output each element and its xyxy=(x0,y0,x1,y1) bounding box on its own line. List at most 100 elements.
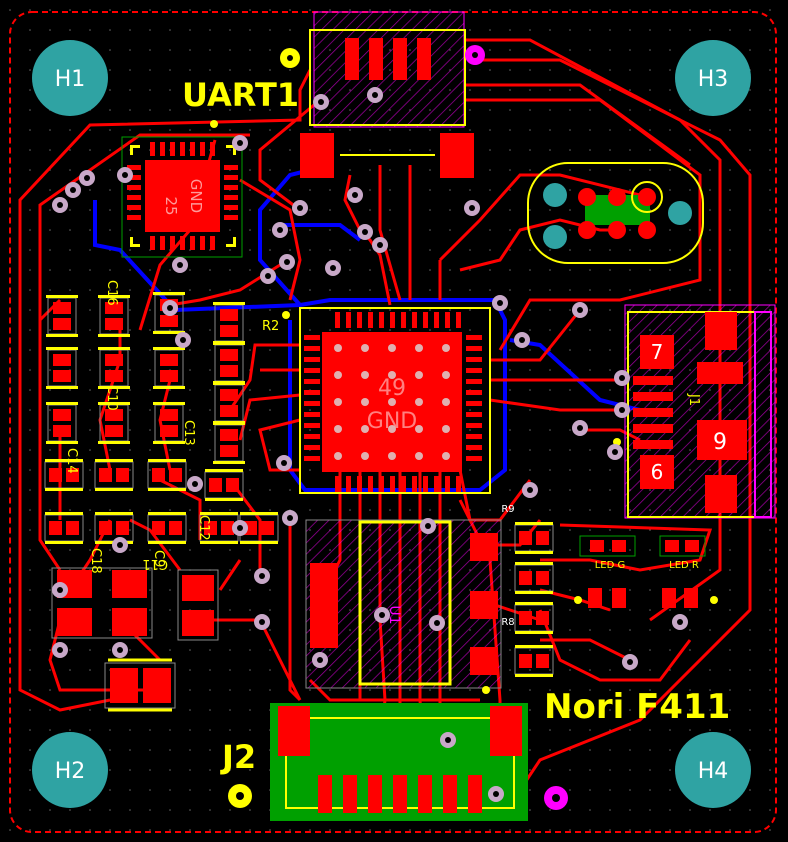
mcu-pin xyxy=(304,357,320,362)
smd-passive xyxy=(94,459,134,491)
via xyxy=(672,614,688,630)
mcu-pin xyxy=(434,476,439,492)
mounting-hole-h1: H1 xyxy=(32,40,108,116)
via xyxy=(272,222,288,238)
c13-label: C13 xyxy=(181,420,196,446)
mcu-pin xyxy=(368,476,373,492)
hole-label-h1: H1 xyxy=(55,67,86,92)
via xyxy=(112,537,128,553)
uart1-pin1-marker xyxy=(210,120,218,128)
via xyxy=(614,370,630,386)
via xyxy=(572,302,588,318)
via xyxy=(492,295,508,311)
via xyxy=(282,510,298,526)
via xyxy=(488,786,504,802)
mcu-pin xyxy=(466,368,482,373)
thermal-via xyxy=(442,452,450,460)
hole-label-h2: H2 xyxy=(55,759,86,784)
mcu-pin xyxy=(304,434,320,439)
via xyxy=(276,455,292,471)
thermal-via xyxy=(361,398,369,406)
thermal-via xyxy=(334,398,342,406)
via xyxy=(572,420,588,436)
mcu-pin xyxy=(304,456,320,461)
thermal-via xyxy=(334,452,342,460)
mcu-pin xyxy=(466,346,482,351)
j1-connector: 7 9 6 J1 xyxy=(613,304,776,519)
c10-label: C10 xyxy=(104,385,119,411)
via xyxy=(312,652,328,668)
smd-passive xyxy=(46,402,78,444)
component-labels: R2 C13 C11 C9 C18 C14 C16 C10 C12 xyxy=(64,280,279,574)
smd-passive xyxy=(147,512,187,544)
thermal-via xyxy=(415,371,423,379)
small-qfn-chip: 25 GND xyxy=(121,136,243,258)
hole-label-h3: H3 xyxy=(698,67,729,92)
via xyxy=(232,520,248,536)
thermal-via xyxy=(415,344,423,352)
via xyxy=(279,254,295,270)
thermal-via xyxy=(415,425,423,433)
smd-passive xyxy=(153,347,185,389)
mcu-pin xyxy=(390,312,395,328)
mcu-pin xyxy=(304,368,320,373)
mcu-pin xyxy=(304,401,320,406)
c14-label: C14 xyxy=(64,448,79,474)
capacitor-c11 xyxy=(177,569,219,641)
thermal-via xyxy=(415,398,423,406)
mcu-pin xyxy=(466,412,482,417)
via xyxy=(607,444,623,460)
mcu-pin xyxy=(346,312,351,328)
mcu-pin xyxy=(412,476,417,492)
via xyxy=(232,135,248,151)
thermal-via xyxy=(442,371,450,379)
via xyxy=(420,518,436,534)
via xyxy=(52,642,68,658)
mcu-pin xyxy=(304,412,320,417)
mcu-pin xyxy=(466,379,482,384)
smd-passive xyxy=(213,422,245,464)
via xyxy=(254,568,270,584)
via xyxy=(622,654,638,670)
thermal-via xyxy=(361,425,369,433)
mcu-pin xyxy=(368,312,373,328)
smd-passive xyxy=(514,562,554,594)
thermal-via xyxy=(334,425,342,433)
mcu-pin xyxy=(304,390,320,395)
mcu-pin xyxy=(456,312,461,328)
mcu-pin xyxy=(401,312,406,328)
mounting-hole-h2: H2 xyxy=(32,732,108,808)
mounting-hole-h4: H4 xyxy=(675,732,751,808)
mcu-pin xyxy=(304,335,320,340)
mounting-hole-h3: H3 xyxy=(675,40,751,116)
via xyxy=(52,197,68,213)
mcu-pin xyxy=(335,476,340,492)
u1-label: U1 xyxy=(386,605,402,624)
mcu-pin xyxy=(466,335,482,340)
mcu-pin xyxy=(346,476,351,492)
via xyxy=(429,615,445,631)
smd-passive xyxy=(44,459,84,491)
thermal-via xyxy=(442,425,450,433)
mcu-chip: 49 GND xyxy=(282,307,491,494)
via xyxy=(187,476,203,492)
mcu-pin xyxy=(335,312,340,328)
via xyxy=(440,732,456,748)
via xyxy=(52,582,68,598)
j1-pin9-label: 9 xyxy=(713,430,727,455)
via xyxy=(464,200,480,216)
large-capacitor xyxy=(104,658,176,712)
mcu-pin xyxy=(445,476,450,492)
via xyxy=(175,332,191,348)
c9-label: C9 xyxy=(151,550,166,567)
thermal-via xyxy=(334,371,342,379)
vias xyxy=(52,87,688,802)
via xyxy=(260,268,276,284)
mcu-pin xyxy=(434,312,439,328)
via xyxy=(514,332,530,348)
mcu-pin xyxy=(357,312,362,328)
thermal-via xyxy=(442,344,450,352)
via xyxy=(347,187,363,203)
via xyxy=(325,260,341,276)
mcu-pin xyxy=(466,390,482,395)
